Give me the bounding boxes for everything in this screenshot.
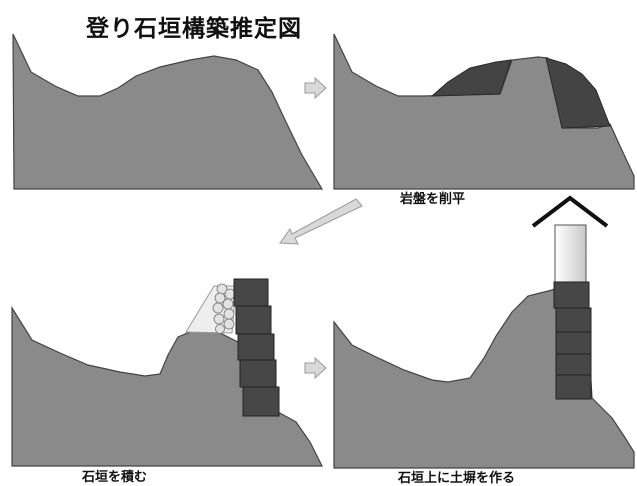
arrow-diagonal	[279, 198, 363, 245]
wall-stone	[239, 359, 277, 388]
terrain-2	[333, 33, 635, 190]
wall-stone	[237, 333, 275, 361]
wall-stone	[555, 331, 592, 355]
panel-4-earthen-wall	[333, 195, 635, 469]
wall-stone	[555, 307, 592, 333]
panel-3-stone-wall	[11, 278, 323, 467]
wall-stone	[555, 353, 592, 376]
wall-stone	[235, 305, 272, 335]
cut-rock-left	[430, 59, 512, 97]
wall-stone	[233, 278, 269, 307]
wall-roof	[531, 195, 609, 228]
wall-stone	[555, 374, 592, 400]
caption-panel-2: 岩盤を削平	[400, 192, 466, 207]
wall-stones-stack	[233, 278, 280, 417]
fill-stones	[212, 283, 236, 334]
cut-rock-right	[545, 57, 611, 129]
panel-1-original-terrain	[12, 33, 324, 190]
caption-panel-4: 石垣上に土塀を作る	[398, 471, 516, 486]
terrain-1	[12, 33, 324, 190]
arrow-right-2	[304, 356, 327, 380]
panel-2-leveled-bedrock	[333, 33, 635, 190]
diagram-title: 登り石垣構築推定図	[86, 16, 302, 42]
wall-stones-stack-2	[553, 281, 592, 400]
wall-stone	[242, 386, 280, 417]
arrow-right-1	[304, 76, 327, 100]
caption-panel-3: 石垣を積む	[82, 470, 148, 485]
earthen-wall	[554, 224, 587, 283]
wall-stone	[553, 281, 590, 309]
